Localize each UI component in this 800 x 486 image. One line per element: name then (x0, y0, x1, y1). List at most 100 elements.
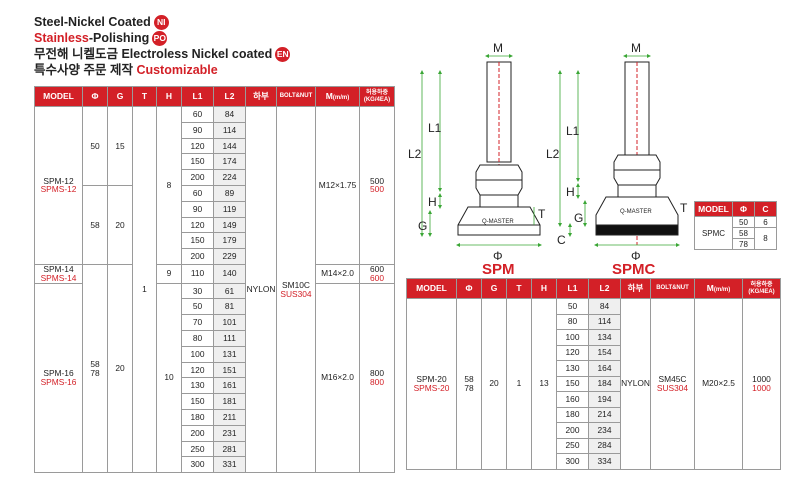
legend: Steel-Nickel Coated NI Stainless-Polishi… (34, 14, 291, 78)
spmc-dim-l1: L1 (566, 124, 580, 138)
spmc-table: MODEL Φ C SPMC 50 6 58 8 78 (694, 201, 777, 250)
en-badge: EN (275, 46, 291, 62)
l2-cell: 151 (213, 361, 246, 379)
spm-dim-m: M (493, 41, 503, 55)
spm-brand: Q-MASTER (482, 219, 514, 225)
col-phi: Φ (456, 278, 482, 299)
l2-cell: 111 (213, 329, 246, 347)
phi-value-1: 58 (464, 373, 474, 384)
l1-cell: 150 (181, 153, 214, 171)
spm-dim-t: T (538, 207, 546, 221)
col-m-text: M (706, 282, 714, 293)
col-m-unit: (m/m) (332, 94, 350, 101)
col-m: M(m/m) (315, 86, 360, 107)
h-cell: 8 (156, 106, 182, 265)
model-name-stainless: SPMS-12 (40, 184, 77, 195)
model-name-stainless: SPMS-16 (40, 376, 77, 387)
l2-cell: 161 (213, 377, 246, 395)
col-m-text: M (325, 90, 333, 101)
bolt-stainless: SUS304 (656, 382, 689, 393)
m-cell: M14×2.0 (315, 263, 360, 284)
l1-cell: 60 (181, 106, 214, 123)
l2-cell: 231 (213, 424, 246, 442)
l1-cell: 30 (181, 282, 214, 300)
h-cell: 13 (531, 298, 557, 470)
l2-cell: 194 (588, 391, 621, 408)
model-name-stainless: SPMS-14 (40, 272, 77, 283)
spmc-dim-t: T (680, 201, 688, 215)
col-load-text: 허용하중 (365, 90, 389, 97)
l1-cell: 100 (181, 345, 214, 363)
l2-cell: 184 (588, 375, 621, 392)
l1-cell: 150 (556, 375, 589, 392)
l2-cell: 214 (588, 406, 621, 423)
spmc-dim-l2: L2 (546, 147, 560, 161)
col-model: MODEL (34, 86, 83, 107)
col-g: G (107, 86, 133, 107)
spmc-phi: 78 (732, 238, 755, 250)
m-cell: M16×2.0 (315, 282, 360, 474)
legend-polishing-text: -Polishing (88, 31, 150, 45)
l2-cell: 149 (213, 216, 246, 234)
spmc-phi: 58 (732, 227, 755, 239)
bolt-steel: SM10C (282, 279, 310, 290)
l1-cell: 90 (181, 200, 214, 218)
l1-cell: 200 (181, 248, 214, 265)
l2-cell: 114 (213, 121, 246, 139)
l2-cell: 234 (588, 422, 621, 439)
t-cell: 1 (506, 298, 532, 470)
l2-cell: 211 (213, 408, 246, 426)
col-g: G (481, 278, 507, 299)
spmc-dim-h: H (566, 185, 575, 199)
col-l1: L1 (556, 278, 589, 299)
spm-dim-l1: L1 (428, 121, 442, 135)
l1-cell: 250 (556, 437, 589, 454)
l1-cell: 150 (181, 393, 214, 410)
phi-value-2: 78 (90, 367, 100, 378)
col-h: H (156, 86, 182, 107)
l2-cell: 61 (213, 282, 246, 300)
bolt-stainless: SUS304 (280, 288, 312, 299)
spmc-col-model: MODEL (694, 201, 733, 217)
spmc-phi: 50 (732, 216, 755, 228)
spm-dim-h: H (428, 195, 437, 209)
load-steel: 600 (370, 264, 384, 274)
h-cell: 9 (156, 263, 182, 284)
l2-cell: 84 (588, 298, 621, 315)
phi-value-2: 78 (464, 382, 474, 393)
col-h: H (531, 278, 557, 299)
spm-dimensions (420, 54, 542, 247)
legend-nickel-text: Steel-Nickel Coated (34, 15, 151, 29)
table-row: 78 (695, 238, 777, 250)
l2-cell: 101 (213, 314, 246, 331)
l2-cell: 224 (213, 169, 246, 186)
t-cell: 1 (132, 105, 157, 474)
l2-cell: 131 (213, 345, 246, 363)
l1-cell: 130 (556, 360, 589, 377)
legend-customizable: Customizable (136, 63, 218, 77)
l2-cell: 181 (213, 393, 246, 410)
l1-cell: 300 (556, 453, 589, 470)
col-load: 허용하중(KG/4EA) (359, 86, 395, 107)
l1-cell: 180 (556, 406, 589, 423)
col-m-unit: (m/m) (713, 286, 731, 293)
legend-stainless: Stainless-Polishing PO (34, 30, 290, 46)
phi-cell: 50 (82, 106, 108, 186)
